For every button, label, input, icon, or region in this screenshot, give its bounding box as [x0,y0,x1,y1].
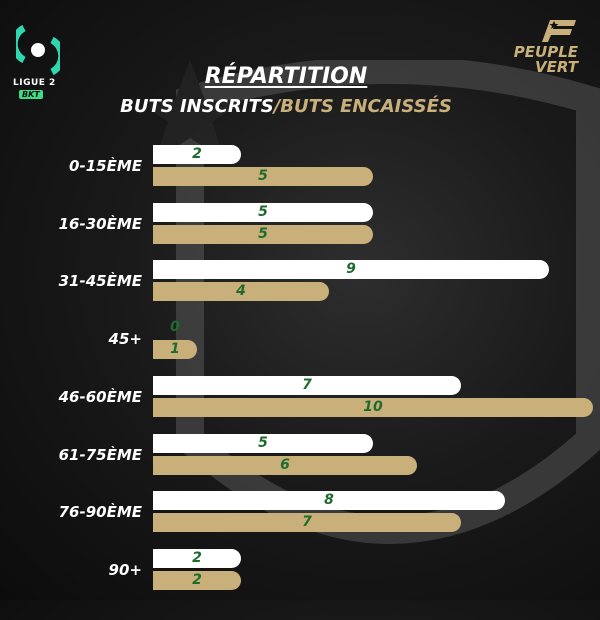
category-label: 16-30ÈME [58,214,142,233]
bar-scored: 5 [153,433,373,453]
league-name: LIGUE 2 [13,78,56,88]
bar-conceded: 1 [153,340,197,360]
brand-line2: VERT [535,58,578,76]
bar-conceded: 5 [153,224,373,244]
category-label: 31-45ÈME [58,272,142,291]
category-label: 0-15ÈME [69,157,142,175]
bar-conceded: 7 [153,513,461,533]
bar-conceded: 5 [153,167,373,186]
bar-scored: 2 [153,145,241,164]
bar-scored: 9 [153,260,549,280]
ligue2-logo-icon [16,24,60,76]
chart-title: RÉPARTITION [204,64,368,89]
peuple-vert-logo: PEUPLE VERT [514,18,578,75]
bar-conceded: 10 [153,397,593,417]
bar-scored: 5 [153,202,373,222]
bar-conceded: 2 [153,570,241,590]
bar-scored: 0 [170,319,180,336]
bar-scored: 8 [153,491,505,511]
bar-conceded: 6 [153,455,417,475]
brand-line1: PEUPLE [513,43,578,61]
category-label: 61-75ÈME [58,445,142,464]
bar-scored: 7 [153,375,461,395]
bar-scored: 2 [153,548,241,568]
category-label: 46-60ÈME [58,387,142,406]
category-label: 90+ [108,560,142,579]
legend-conceded: BUTS ENCAISSÉS [280,96,452,117]
category-label: 45+ [108,330,142,349]
club-crest-watermark [150,60,600,544]
bar-conceded: 4 [153,282,329,302]
sponsor-badge: BKT [19,90,43,99]
category-label: 76-90ÈME [58,503,142,522]
flag-star-icon [542,20,576,42]
legend-scored: BUTS INSCRITS [120,96,274,117]
chart-subtitle: BUTS INSCRITS/BUTS ENCAISSÉS [120,96,452,117]
